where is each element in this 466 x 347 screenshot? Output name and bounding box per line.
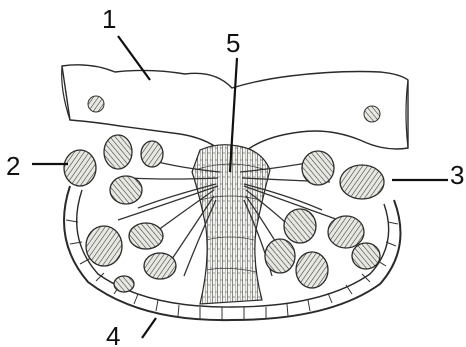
label-3: 3 — [450, 160, 464, 190]
label-1: 1 — [102, 4, 116, 34]
oval-bodies-left — [64, 135, 176, 292]
label-2: 2 — [6, 151, 20, 181]
label-4: 4 — [106, 321, 120, 347]
label-5: 5 — [226, 28, 240, 58]
